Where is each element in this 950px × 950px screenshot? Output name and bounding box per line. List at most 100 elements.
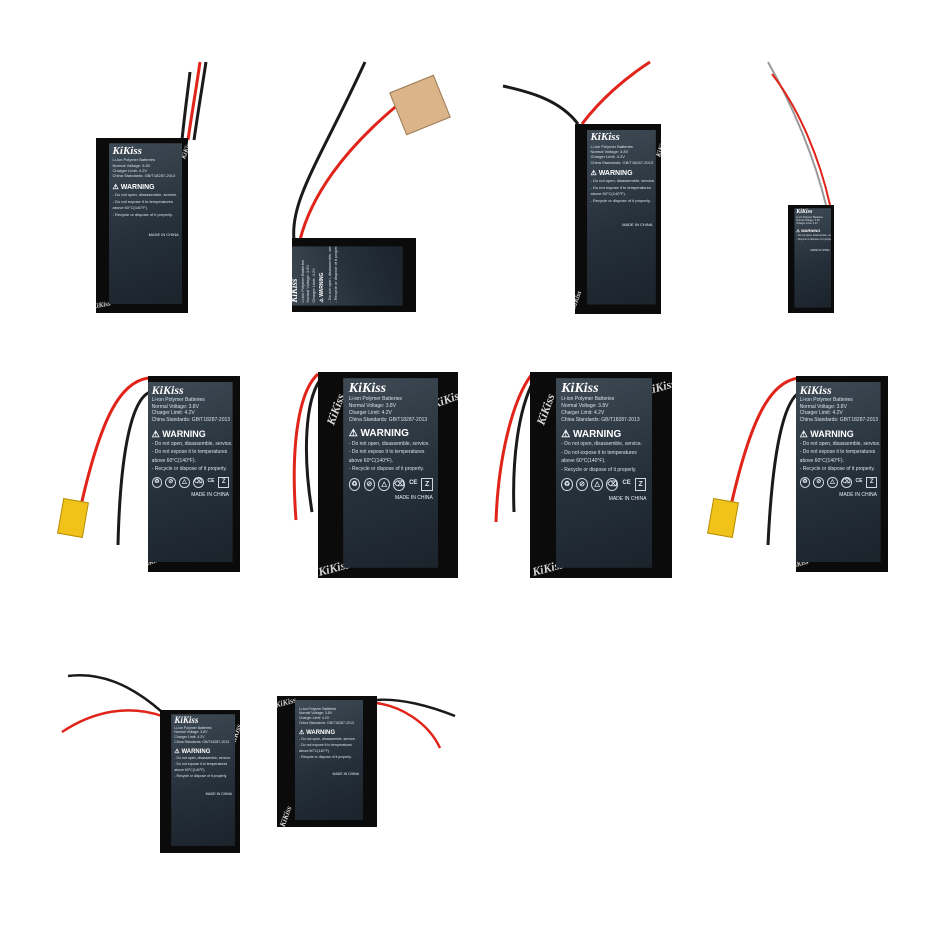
type-line: Li-ion Polymer Batteries <box>796 215 823 219</box>
warning-triangle-icon: ⚠ <box>319 298 326 303</box>
brand-logo: KiKiss <box>151 382 184 397</box>
warning-note: - Do not expose it to temperatures <box>348 449 425 456</box>
voltage-line: Normal Voltage: 3.8V <box>348 403 397 410</box>
ce-mark-icon: CE <box>207 478 215 485</box>
warning-note: - Do not open, disassemble, service. <box>299 737 356 742</box>
warning-note: - Do not expose it to temperatures <box>174 762 228 767</box>
warning-note: - Do not expose it to temperatures <box>590 184 651 190</box>
type-line: Li-ion Polymer Batteries <box>112 157 156 163</box>
warning-note: - Recycle or dispose of it properly. <box>799 465 875 472</box>
warning-note: above 60°C(140°F). <box>799 457 844 464</box>
weee-mark-icon: Z <box>634 478 647 492</box>
made-in-label: MADE IN CHINA <box>839 492 877 499</box>
battery-2[interactable]: KiKiss Li-ion Polymer Batteries Normal V… <box>292 238 416 312</box>
warning-triangle-icon: ⚠ <box>112 183 119 191</box>
charger-line: Charger Limit: 4.2V <box>799 410 843 417</box>
label-panel: KiKiss Li-ion Polymer Batteries Normal V… <box>587 129 656 305</box>
label-panel: Li-ion Polymer Batteries Normal Voltage:… <box>295 699 363 821</box>
voltage-line: Normal Voltage: 3.8V <box>151 403 199 410</box>
warning-note: - Do not open, disassemble, service. <box>799 441 881 448</box>
battery-3[interactable]: KiKiss KiKiss KiKiss Li-ion Polymer Batt… <box>575 124 661 314</box>
no-fire-icon: ⊘ <box>165 477 177 489</box>
made-in-label: MADE IN CHINA <box>191 492 229 499</box>
warning-title: ⚠ WARNING <box>319 272 326 303</box>
charger-line: Charger Limit: 4.2V <box>310 268 316 303</box>
battery-7-wires <box>494 373 536 523</box>
battery-6-wires <box>292 372 322 521</box>
warning-note: - Recycle or dispose of it properly. <box>112 212 173 218</box>
type-line: Li-ion Polymer Batteries <box>561 396 615 403</box>
certification-marks: ♻ ⊘ △ ⌫ CE Z <box>151 477 229 489</box>
standard-line: China Standards: GB/T18287-2013 <box>151 417 231 424</box>
label-panel: KiKiss Li-ion Polymer Batteries Normal V… <box>555 378 653 568</box>
voltage-line: Normal Voltage: 3.8V <box>561 403 609 410</box>
battery-1[interactable]: KiKiss KiKiss KiKiss Li-ion Polymer Batt… <box>96 138 188 313</box>
standard-line: China Standards: GB/T18287-2013 <box>112 173 176 179</box>
label-panel: KiKiss Li-ion Polymer Batteries Normal V… <box>292 246 403 305</box>
made-in-label: MADE IN CHINA <box>332 771 359 776</box>
label-panel: KiKiss Li-ion Polymer Batteries Normal V… <box>343 378 439 568</box>
warning-title: ⚠ WARNING <box>112 183 155 191</box>
warning-triangle-icon: ⚠ <box>299 730 305 737</box>
battery-10[interactable]: KiKiss KiKiss Li-ion Polymer Batteries N… <box>277 696 377 827</box>
standard-line: China Standards: GB/T18287-2013 <box>174 739 230 744</box>
battery-6[interactable]: KiKiss KiKiss KiKiss KiKiss Li-ion Polym… <box>318 372 458 578</box>
no-trash-icon: ⌫ <box>840 477 852 489</box>
battery-4[interactable]: KiKiss Li-ion Polymer Batteries Normal V… <box>788 205 834 313</box>
standard-line: China Standards: GB/T18287-2013 <box>799 417 879 424</box>
rotated-label: KiKiss Li-ion Polymer Batteries Normal V… <box>292 239 409 312</box>
warning-title: ⚠ WARNING <box>348 428 409 440</box>
warning-note: - Recycle or dispose of it properly. <box>332 246 338 303</box>
charger-line: Charger Limit: 4.2V <box>348 409 392 416</box>
warning-note: - Do not expose it to temperatures <box>151 449 228 456</box>
brand-logo: KiKiss <box>292 278 300 303</box>
warning-note: - Recycle or dispose of it properly. <box>299 755 352 760</box>
charger-line: Charger Limit: 4.2V <box>796 222 818 226</box>
no-fire-icon: ⊘ <box>363 478 376 492</box>
warning-title: ⚠ WARNING <box>799 428 854 439</box>
warning-title: ⚠ WARNING <box>561 428 622 440</box>
battery-9[interactable]: KiKiss KiKiss Li-ion Polymer Batteries N… <box>160 710 240 853</box>
warning-note: above 60°C(140°F). <box>348 457 394 464</box>
type-line: Li-ion Polymer Batteries <box>799 396 853 403</box>
warning-title: ⚠ WARNING <box>299 730 336 737</box>
label-panel: KiKiss Li-ion Polymer Batteries Normal V… <box>794 208 832 308</box>
standard-line: China Standards: GB/T18287-2013 <box>348 416 428 423</box>
warning-title: ⚠ WARNING <box>174 749 211 756</box>
battery-8[interactable]: KiKiss KiKiss Li-ion Polymer Batteries N… <box>796 376 888 572</box>
warning-triangle-icon: ⚠ <box>796 227 800 233</box>
brand-logo: KiKiss <box>112 145 142 158</box>
warning-triangle-icon: ⚠ <box>561 428 571 440</box>
battery-5-connector <box>57 498 89 538</box>
weee-mark-icon: Z <box>218 477 229 489</box>
weee-mark-icon: Z <box>866 477 877 489</box>
warning-note: above 60°C(140°F). <box>174 767 206 772</box>
brand-logo: KiKiss <box>590 131 620 144</box>
made-in-label: MADE IN CHINA <box>608 495 647 502</box>
brand-logo: KiKiss <box>799 382 832 397</box>
warning-triangle-icon: ⚠ <box>799 428 808 439</box>
type-line: Li-ion Polymer Batteries <box>174 725 212 730</box>
warning-note: above 60°C(140°F). <box>112 205 148 211</box>
recycle-icon: ♻ <box>799 477 811 489</box>
warning-note: above 60°C(140°F). <box>561 458 606 465</box>
warning-note: - Do not open, disassemble, service. <box>348 441 430 448</box>
type-line: Li-ion Polymer Batteries <box>348 396 402 403</box>
warning-note: - Do not open, disassemble, service. <box>112 192 178 198</box>
warning-triangle-icon: ⚠ <box>348 428 358 440</box>
voltage-line: Normal Voltage: 3.8V <box>112 162 151 168</box>
caution-icon: △ <box>179 477 190 489</box>
battery-7[interactable]: KiKiss KiKiss KiKiss KiKiss Li-ion Polym… <box>530 372 672 578</box>
battery-8-connector <box>707 498 739 538</box>
warning-note: - Recycle or dispose of it properly. <box>348 466 424 473</box>
made-in-label: MADE IN CHINA <box>148 232 179 238</box>
caution-icon: △ <box>827 477 838 489</box>
battery-2-connector-pad <box>389 74 451 136</box>
warning-triangle-icon: ⚠ <box>590 169 597 177</box>
warning-note: above 60°C(140°F). <box>590 191 626 197</box>
charger-line: Charger Limit: 4.2V <box>561 409 605 416</box>
certification-marks: ♻ ⊘ △ ⌫ CE Z <box>799 477 877 489</box>
made-in-label: MADE IN CHINA <box>810 249 830 253</box>
label-panel: KiKiss Li-ion Polymer Batteries Normal V… <box>108 143 183 305</box>
battery-5[interactable]: KiKiss KiKiss Li-ion Polymer Batteries N… <box>148 376 240 572</box>
